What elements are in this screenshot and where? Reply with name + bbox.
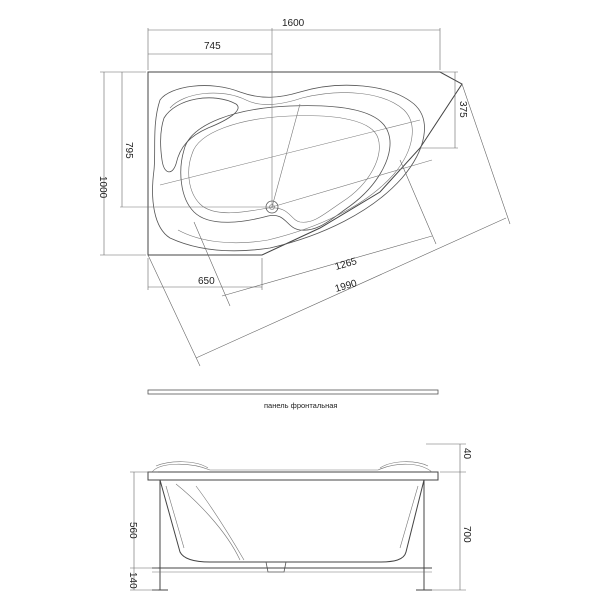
tub-rim (152, 84, 425, 252)
inner-bowl (180, 105, 391, 231)
rim-inner-line (169, 92, 413, 244)
dim-560: 560 (127, 522, 138, 539)
siphon (265, 561, 287, 573)
side-view: 560 140 40 700 (127, 443, 472, 591)
side-rim (147, 471, 439, 481)
front-panel: панель фронтальная (147, 389, 439, 410)
inner-bowl-inner (188, 115, 380, 223)
headrest (160, 97, 239, 173)
dim-745: 745 (204, 41, 221, 52)
dim-795: 795 (123, 142, 134, 159)
dim-650: 650 (198, 276, 215, 287)
dim-375: 375 (457, 101, 468, 118)
panel-strip (147, 389, 439, 395)
panel-caption: панель фронтальная (264, 401, 338, 410)
dim-1990: 1990 (334, 278, 359, 295)
top-view: 1600 745 1000 795 375 650 1265 1990 (97, 18, 511, 367)
dim-40: 40 (461, 448, 472, 460)
dim-140: 140 (127, 572, 138, 589)
dim-700: 700 (461, 526, 472, 543)
tub-body (159, 479, 425, 563)
dim-1600: 1600 (282, 18, 305, 29)
dim-1265: 1265 (334, 256, 359, 273)
tub-outline (147, 71, 463, 256)
dim-1000: 1000 (97, 176, 108, 199)
